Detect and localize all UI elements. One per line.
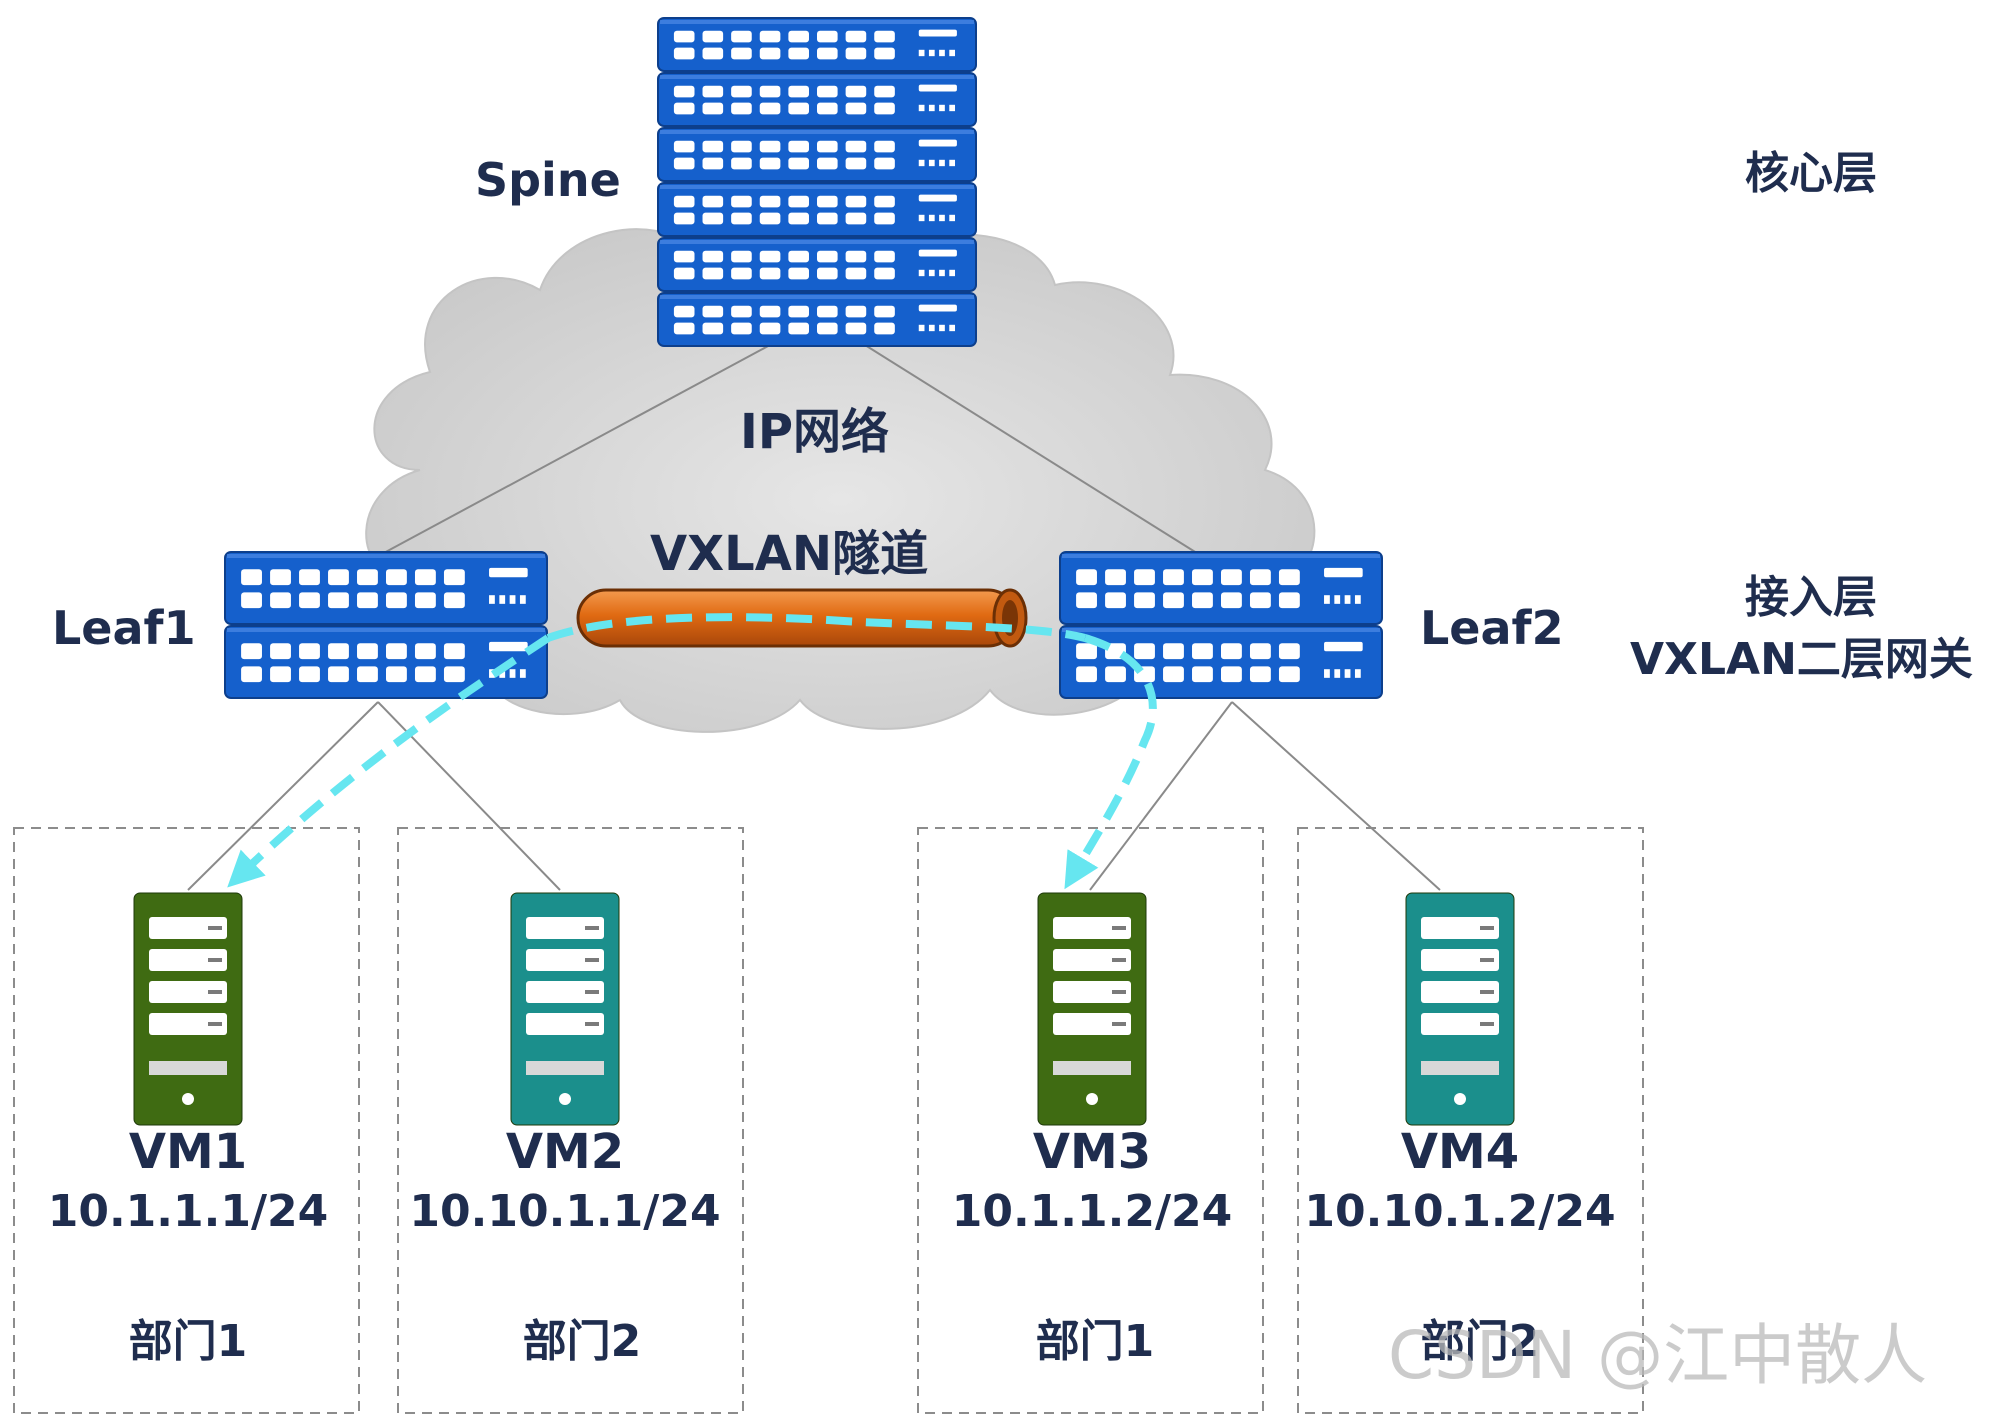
leaf1-label: Leaf1 — [52, 601, 196, 655]
flow-to-vm1-arrow — [227, 634, 551, 888]
department-box-vm3 — [917, 827, 1264, 1414]
ip-network-label: IP网络 — [740, 404, 889, 460]
link-spine-leaf2 — [864, 344, 1201, 556]
spine-switch-unit — [657, 72, 977, 127]
vm-servers — [133, 892, 1515, 1126]
spine-switch-unit — [657, 292, 977, 347]
leaf1-switch-icon — [224, 551, 548, 699]
vm1-department: 部门1 — [129, 1316, 248, 1367]
vxlan-l2-gateway-label: VXLAN二层网关 — [1630, 634, 1973, 685]
vm1-ip: 10.1.1.1/24 — [48, 1186, 329, 1237]
server-icon — [1405, 892, 1515, 1126]
server-icon — [510, 892, 620, 1126]
vm1-name: VM1 — [129, 1124, 247, 1180]
vm3-department: 部门1 — [1036, 1316, 1155, 1367]
vm2-department: 部门2 — [523, 1316, 642, 1367]
leaf2-switch-icon — [1059, 551, 1383, 699]
vm-labels: VM1 10.1.1.1/24 部门1 VM2 10.10.1.1/24 部门2… — [48, 1124, 1616, 1367]
vm4-department: 部门2 — [1421, 1316, 1540, 1367]
access-layer-label: 接入层 — [1745, 572, 1877, 623]
spine-switch-icon — [657, 17, 977, 347]
vm2-ip: 10.10.1.1/24 — [409, 1186, 720, 1237]
links — [187, 344, 1441, 891]
spine-switch-unit — [657, 237, 977, 292]
link-leaf1-vm1 — [187, 701, 379, 891]
department-box-vm4 — [1297, 827, 1644, 1414]
link-leaf1-vm2 — [377, 701, 561, 891]
server-icon — [1037, 892, 1147, 1126]
vm3-name: VM3 — [1033, 1124, 1151, 1180]
spine-label: Spine — [475, 153, 621, 207]
leaf2-label: Leaf2 — [1420, 601, 1564, 655]
server-icon — [133, 892, 243, 1126]
traffic-flow — [227, 613, 1157, 890]
department-boxes — [13, 827, 1644, 1414]
spine-switch-unit — [657, 182, 977, 237]
link-spine-leaf1 — [379, 344, 771, 556]
watermark: CSDN @江中散人 — [1388, 1317, 1927, 1394]
spine-switch-unit — [657, 127, 977, 182]
flow-to-vm3-arrow — [1064, 634, 1157, 890]
vm3-ip: 10.1.1.2/24 — [952, 1186, 1233, 1237]
spine-switch-unit — [657, 17, 977, 72]
department-box-vm1 — [13, 827, 360, 1414]
flow-tunnel-path — [546, 613, 1087, 642]
leaf2-switch-unit — [1059, 625, 1383, 699]
vm2-name: VM2 — [506, 1124, 624, 1180]
link-leaf2-vm4 — [1231, 701, 1441, 891]
vxlan-tunnel-label: VXLAN隧道 — [650, 526, 928, 582]
leaf1-switch-unit — [224, 625, 548, 699]
department-box-vm2 — [397, 827, 744, 1414]
core-layer-label: 核心层 — [1745, 148, 1877, 199]
vm4-name: VM4 — [1401, 1124, 1519, 1180]
vm4-ip: 10.10.1.2/24 — [1304, 1186, 1615, 1237]
leaf2-switch-unit — [1059, 551, 1383, 625]
link-leaf2-vm3 — [1089, 701, 1233, 891]
leaf1-switch-unit — [224, 551, 548, 625]
